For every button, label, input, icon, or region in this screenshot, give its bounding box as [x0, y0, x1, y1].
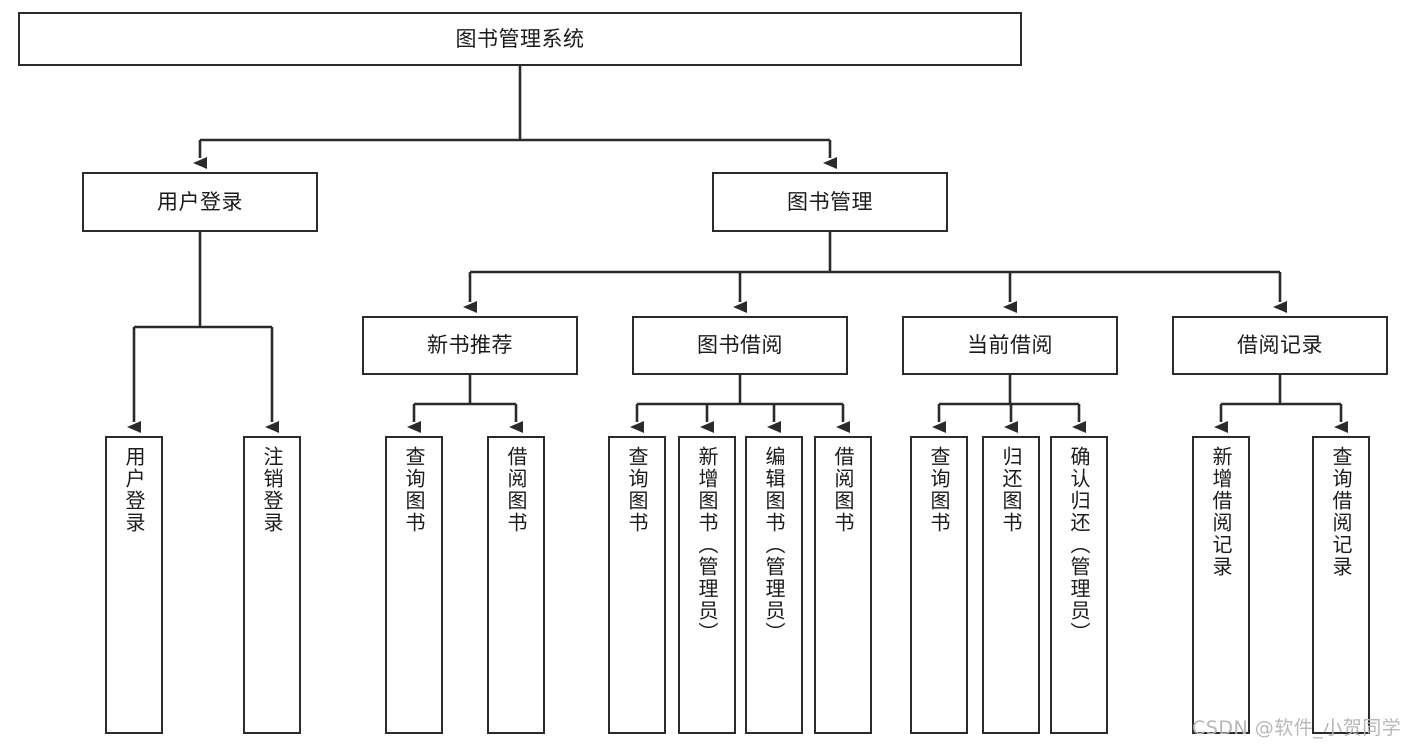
leaf-edit-book-admin[interactable]: 编辑图书（管理员） — [745, 436, 803, 734]
node-label: 用户登录 — [157, 189, 243, 214]
leaf-add-borrow-record[interactable]: 新增借阅记录 — [1192, 436, 1250, 734]
node-label: 借阅记录 — [1237, 333, 1323, 358]
connectors-root-level2 — [193, 66, 837, 169]
leaf-label: 新增借阅记录 — [1209, 446, 1233, 578]
connectors-current-leaves — [932, 375, 1086, 433]
leaf-label: 注销登录 — [260, 446, 284, 534]
connectors-newbook-leaves — [407, 375, 523, 433]
connectors-record-leaves — [1214, 375, 1348, 433]
node-root-system[interactable]: 图书管理系统 — [18, 12, 1022, 66]
leaf-borrow-book-newbook[interactable]: 借阅图书 — [487, 436, 545, 734]
leaf-label: 查询借阅记录 — [1329, 446, 1353, 578]
leaf-query-book-borrow[interactable]: 查询图书 — [608, 436, 666, 734]
leaf-label: 确认归还（管理员） — [1067, 446, 1091, 644]
leaf-query-borrow-record[interactable]: 查询借阅记录 — [1312, 436, 1370, 734]
leaf-borrow-book[interactable]: 借阅图书 — [814, 436, 872, 734]
leaf-query-book-newbook[interactable]: 查询图书 — [385, 436, 443, 734]
leaf-return-book[interactable]: 归还图书 — [982, 436, 1040, 734]
node-label: 新书推荐 — [427, 333, 513, 358]
connectors-books-level3 — [463, 232, 1287, 313]
leaf-user-login[interactable]: 用户登录 — [105, 436, 163, 734]
leaf-label: 归还图书 — [999, 446, 1023, 534]
node-user-login[interactable]: 用户登录 — [82, 172, 318, 232]
leaf-label: 查询图书 — [402, 446, 426, 534]
connectors-borrow-leaves — [630, 375, 850, 433]
leaf-label: 查询图书 — [927, 446, 951, 534]
leaf-query-book-current[interactable]: 查询图书 — [910, 436, 968, 734]
leaf-label: 新增图书（管理员） — [695, 446, 719, 644]
leaf-confirm-return-admin[interactable]: 确认归还（管理员） — [1050, 436, 1108, 734]
connectors-login-leaves — [127, 232, 279, 433]
node-current-borrow[interactable]: 当前借阅 — [902, 316, 1118, 375]
leaf-label: 用户登录 — [122, 446, 146, 534]
node-label: 图书管理系统 — [455, 26, 585, 51]
node-borrow-record[interactable]: 借阅记录 — [1172, 316, 1388, 375]
node-book-borrow[interactable]: 图书借阅 — [632, 316, 848, 375]
leaf-label: 借阅图书 — [831, 446, 855, 534]
node-label: 图书管理 — [787, 189, 873, 214]
node-label: 当前借阅 — [967, 333, 1053, 358]
node-new-book-recommend[interactable]: 新书推荐 — [362, 316, 578, 375]
node-label: 图书借阅 — [697, 333, 783, 358]
node-book-management[interactable]: 图书管理 — [712, 172, 948, 232]
leaf-label: 编辑图书（管理员） — [762, 446, 786, 644]
leaf-label: 借阅图书 — [504, 446, 528, 534]
leaf-label: 查询图书 — [625, 446, 649, 534]
leaf-logout-login[interactable]: 注销登录 — [243, 436, 301, 734]
leaf-add-book-admin[interactable]: 新增图书（管理员） — [678, 436, 736, 734]
